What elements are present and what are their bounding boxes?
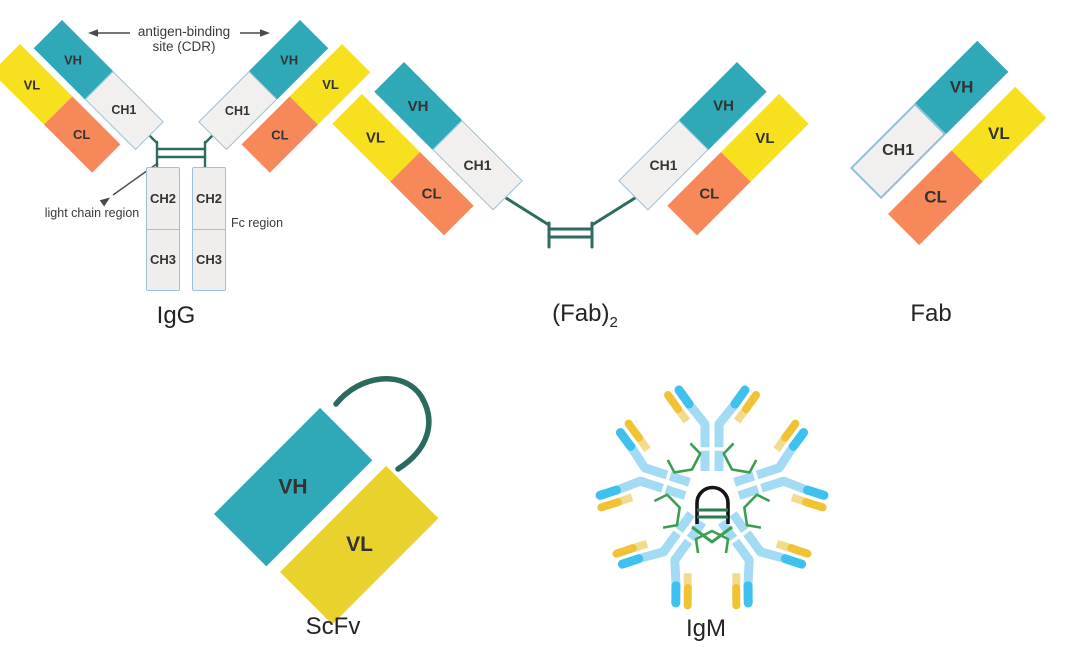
igg-caption: IgG <box>156 302 196 329</box>
igm-unit <box>717 511 812 610</box>
fab2-hinge <box>504 196 637 249</box>
igm-unit <box>595 419 691 512</box>
igm-unit <box>664 385 760 471</box>
scfv-caption: ScFv <box>305 613 361 640</box>
igg-left-ch2-domain: CH2 <box>147 168 179 230</box>
light-chain-annotation: light chain region <box>44 206 140 220</box>
antigen-binding-annotation: antigen-binding site (CDR) <box>137 24 231 54</box>
igg-fc-right-column: CH2 CH3 <box>192 167 226 291</box>
igm-j-chain <box>691 485 733 544</box>
igm-unit <box>733 419 829 512</box>
igm-green-links <box>653 442 771 554</box>
igm-caption: IgM <box>685 615 726 642</box>
igg-left-ch3-domain: CH3 <box>149 252 176 268</box>
igg-hinge <box>144 130 218 170</box>
fab2-caption: (Fab)2 <box>552 300 618 331</box>
igg-right-ch2-domain: CH2 <box>193 168 225 230</box>
fab-caption: Fab <box>910 300 952 327</box>
igm-pentamer <box>595 385 829 610</box>
fc-region-annotation: Fc region <box>230 216 284 230</box>
igg-fc-left-column: CH2 CH3 <box>146 167 180 291</box>
igg-right-ch3-domain: CH3 <box>195 252 222 268</box>
igm-unit <box>612 511 707 610</box>
